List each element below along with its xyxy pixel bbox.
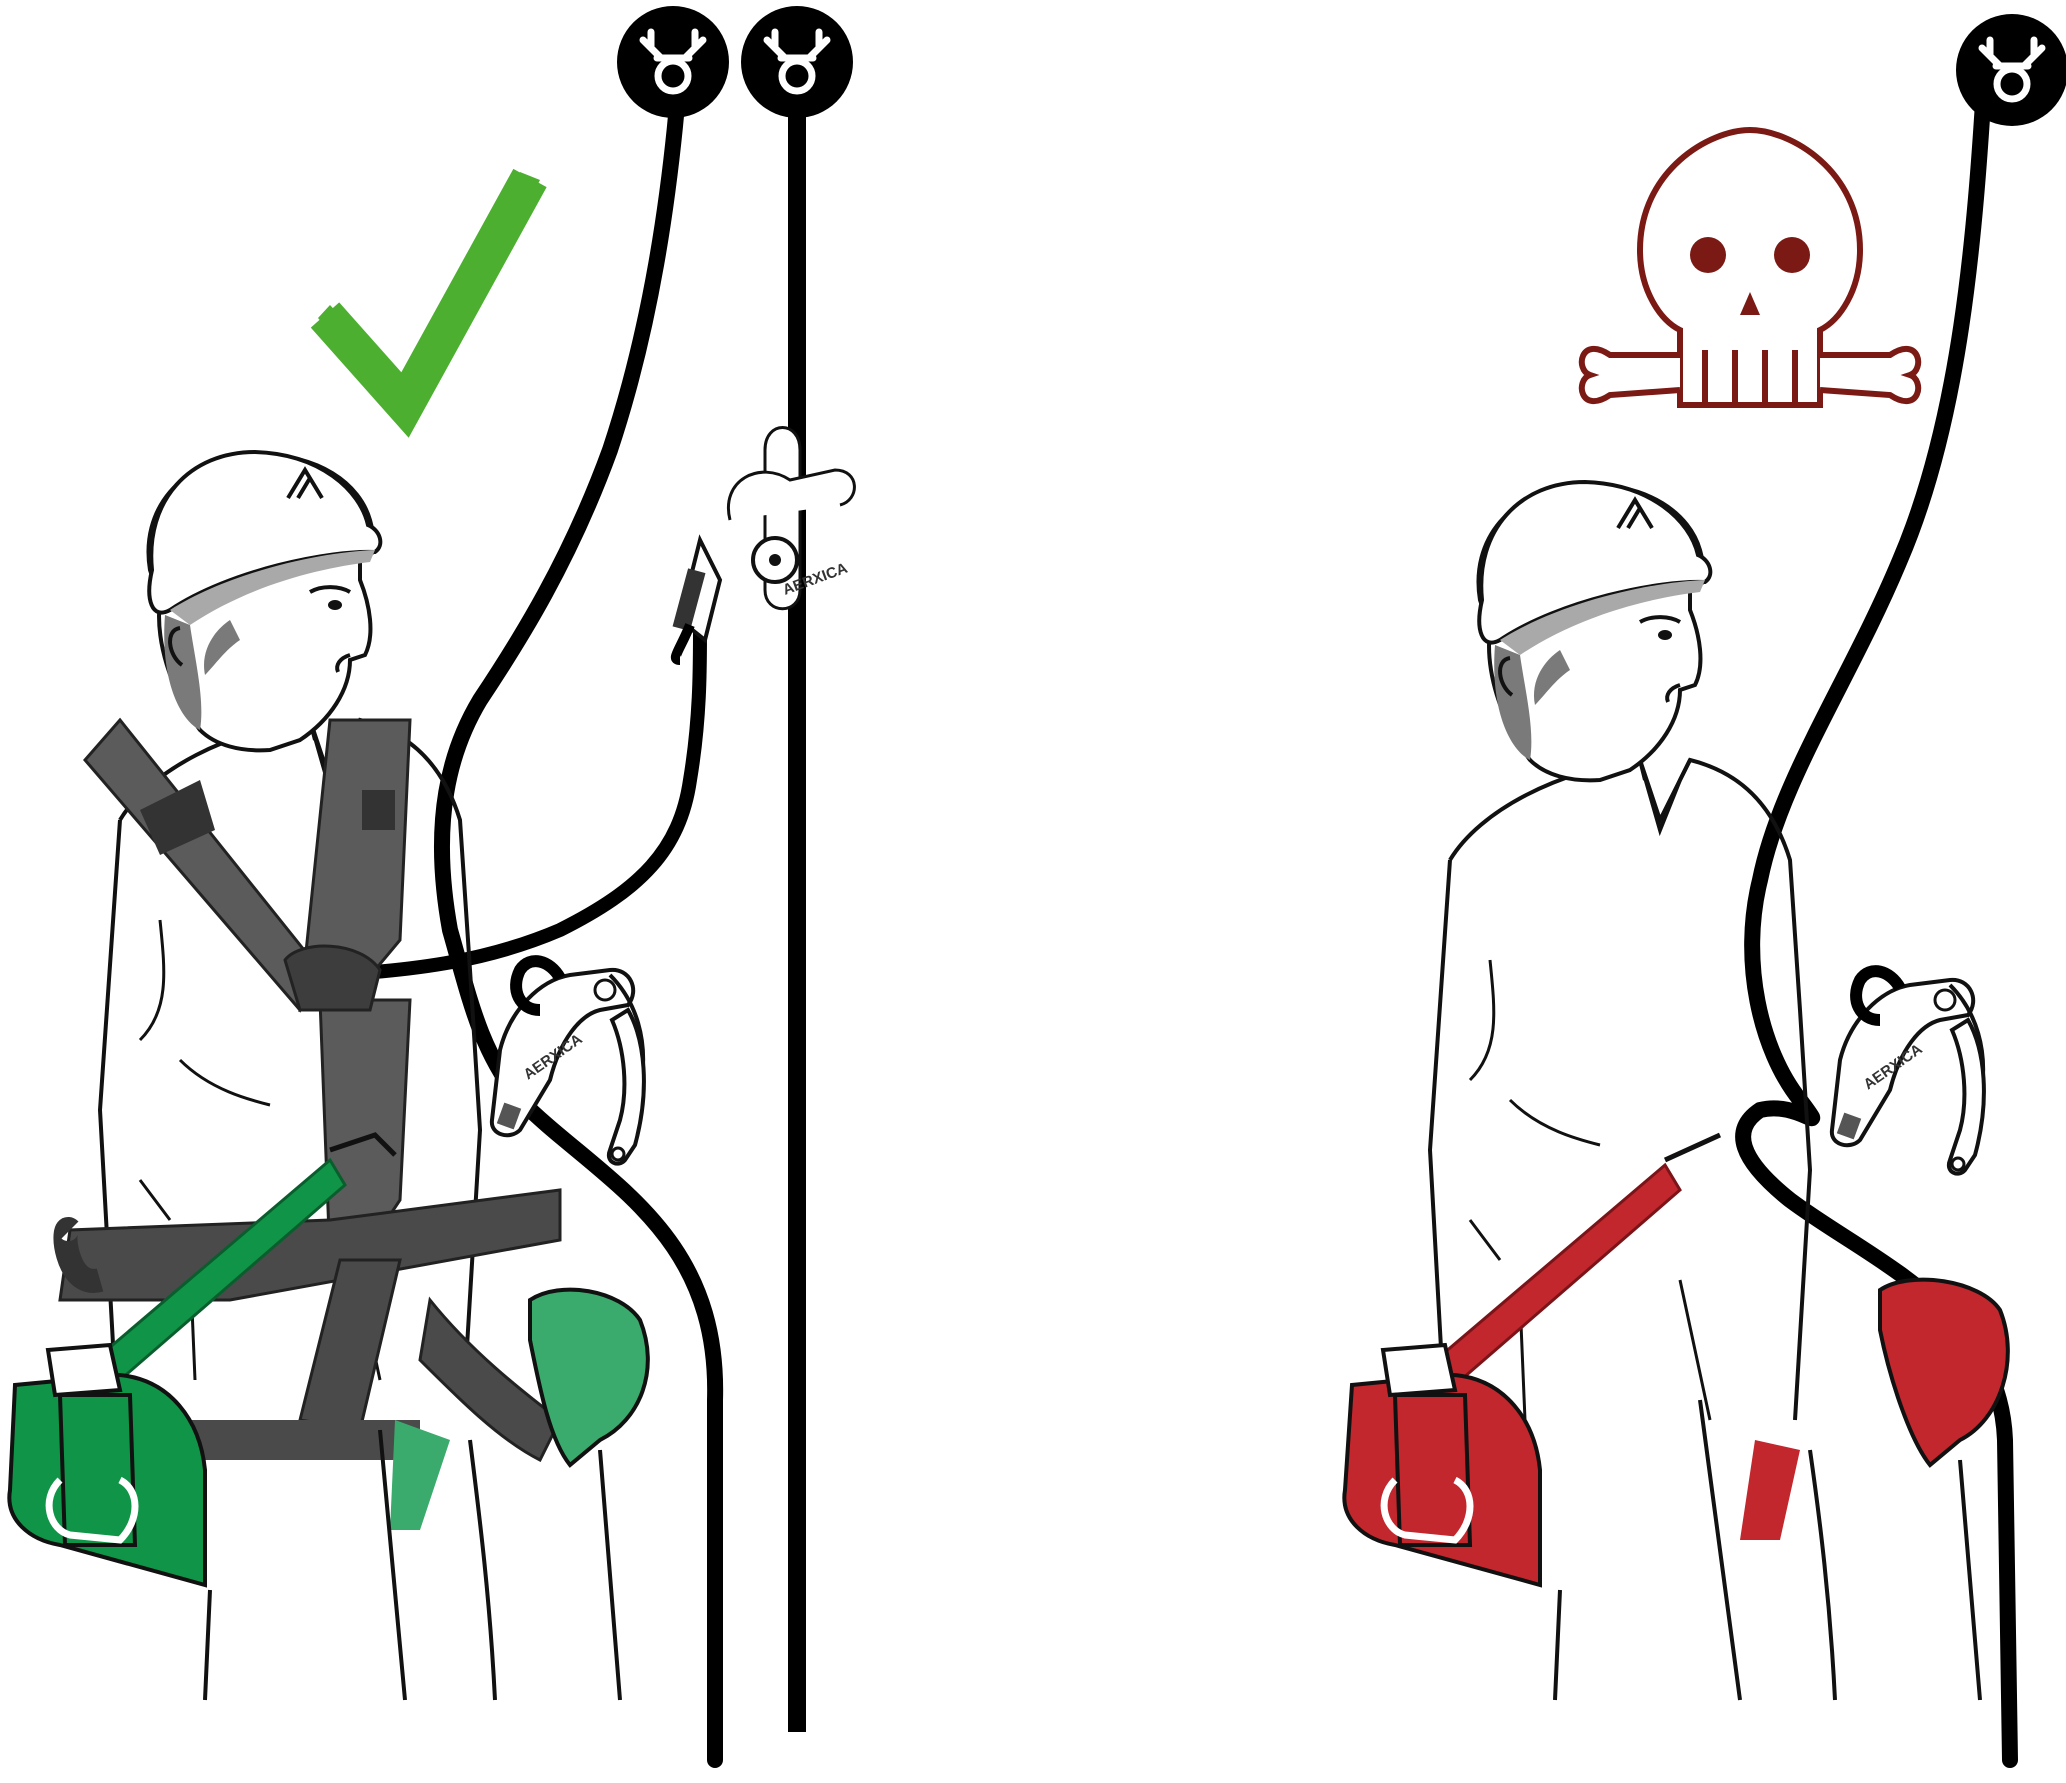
- skull-crossbones-icon: [1582, 130, 1918, 405]
- correct-panel: AERXICA AERXI: [9, 6, 854, 1760]
- anchor-point-icon: [617, 6, 729, 118]
- side-pouch: [1880, 1280, 2008, 1465]
- energy-absorber-lanyard: [1430, 1165, 1680, 1385]
- worker-head: [148, 452, 380, 750]
- anchor-point-icon: [1956, 14, 2066, 126]
- worker-head: [1478, 482, 1710, 780]
- anchor-point-icon: [741, 6, 853, 118]
- rope-grab-device: AERXICA: [673, 428, 855, 661]
- incorrect-panel: AERXICA: [1344, 14, 2066, 1760]
- descender-device: [1832, 971, 1984, 1173]
